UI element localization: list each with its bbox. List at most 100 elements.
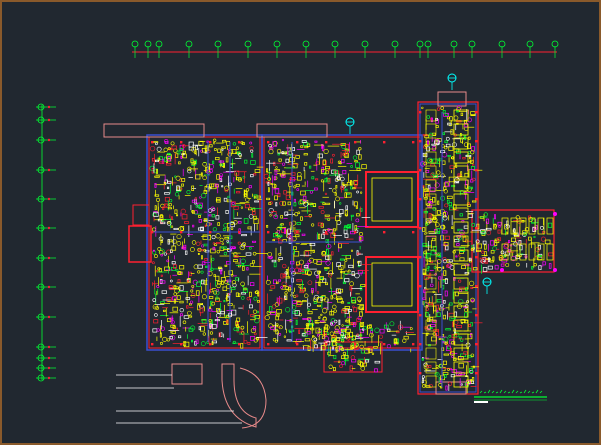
furniture-mark [180,208,186,214]
fixture-mark [215,297,220,302]
furniture-mark [320,179,324,183]
fixture-mark [393,338,398,345]
furniture-mark [350,165,354,168]
furniture-mark [360,366,366,371]
furniture-mark [231,201,235,205]
furniture-mark [342,184,346,189]
axis-dot [47,315,51,319]
fixture-mark [445,385,448,391]
furniture-mark [444,145,448,150]
furniture-mark [505,263,510,267]
fixture-mark [500,263,505,267]
furniture-mark [430,283,434,288]
fixture-mark [249,291,252,297]
annex-cell [501,217,509,235]
furniture-mark [227,195,230,199]
column-dot [475,169,478,172]
fixture-mark [233,254,239,258]
fixture-mark [281,174,286,178]
furniture-mark [264,315,270,321]
fixture-mark [317,222,323,227]
fixture-mark [454,291,459,297]
fixture-mark [468,257,472,261]
column-dot [475,256,478,259]
furniture-mark [524,227,529,232]
fixture-mark [344,308,349,314]
fixture-mark [188,141,194,148]
fixture-mark [300,190,306,196]
furniture-mark [246,296,251,301]
furniture-mark [444,341,448,345]
furniture-mark [440,173,445,178]
fixture-mark [296,301,303,305]
fixture-mark [205,146,208,152]
fixture-mark [445,245,449,251]
fixture-mark [224,264,228,267]
furniture-mark [254,290,258,294]
courtyard-north-inner [371,177,413,222]
furniture-mark [276,148,282,154]
fixture-mark [443,353,450,356]
fixture-mark [160,239,163,243]
fixture-mark [199,307,204,314]
fixture-mark [359,329,364,334]
furniture-mark [167,147,171,151]
furniture-mark [320,313,323,317]
ward-cell [425,361,437,374]
fixture-mark [227,248,232,252]
fixture-mark [470,159,474,164]
courtyard-south-inner [371,262,413,307]
fixture-mark [161,290,167,294]
furniture-mark [434,273,437,276]
fixture-mark [448,202,453,207]
axis-grid-bubble-icon [37,374,45,382]
furniture-mark [308,213,312,218]
furniture-mark [166,259,170,263]
fixture-mark [288,329,295,332]
fixture-mark [214,183,219,187]
furniture-mark [169,279,173,283]
furniture-mark [467,151,471,155]
fixture-mark [266,168,269,173]
fixture-mark [293,202,297,207]
fixture-mark [172,306,178,312]
furniture-mark [216,249,221,254]
furniture-mark [430,172,435,177]
fixture-mark [324,178,330,183]
fixture-mark [295,155,300,159]
column-dot [180,343,183,346]
fixture-mark [339,209,344,215]
fixture-mark [266,197,271,201]
fixture-mark [459,250,464,254]
furniture-mark [330,318,336,323]
furniture-mark [274,339,278,343]
furniture-mark [352,155,358,160]
fixture-mark [353,307,358,313]
furniture-mark [358,147,362,151]
fixture-mark [449,316,455,321]
furniture-mark [156,285,160,289]
furniture-mark [200,341,206,347]
fixture-mark [152,141,159,144]
fixture-mark [336,337,341,341]
furniture-mark [256,310,260,314]
fixture-mark [444,278,448,284]
furniture-mark [447,381,452,387]
furniture-mark [486,230,492,236]
furniture-mark [187,310,192,316]
furniture-mark [242,242,247,247]
ward-cell [453,179,469,192]
furniture-mark [443,189,448,194]
fixture-mark [296,261,300,266]
title-glyph [495,391,499,394]
furniture-mark [308,257,314,263]
column-dot [419,140,422,143]
fixture-mark [446,345,451,351]
fixture-mark [335,215,341,222]
fixture-mark [436,312,441,317]
furniture-mark [340,176,345,182]
column-dot [475,140,478,143]
ward-cell [453,277,469,290]
